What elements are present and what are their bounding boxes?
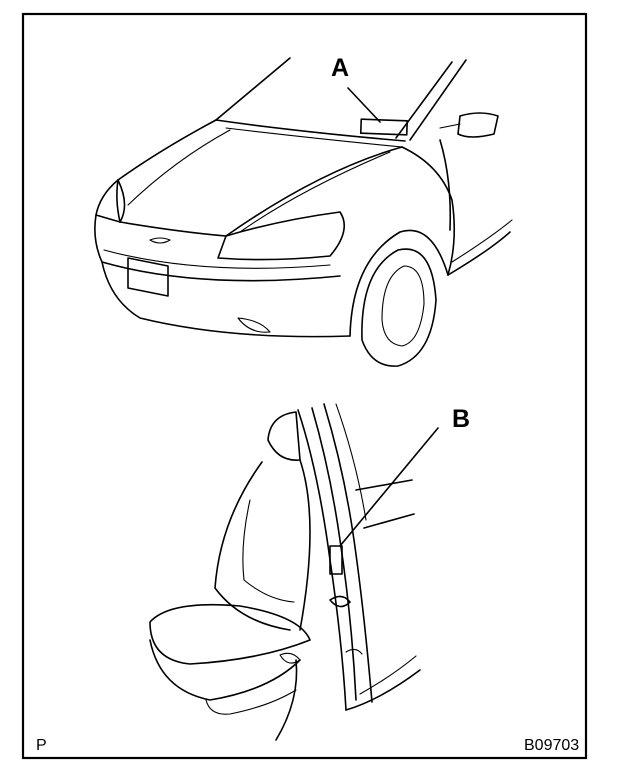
figure-frame bbox=[21, 12, 588, 760]
windshield-right-pillar bbox=[395, 61, 453, 139]
hood-left-edge bbox=[117, 119, 217, 181]
pillar-inner-a bbox=[311, 407, 357, 701]
rocker-lower bbox=[345, 669, 421, 711]
seat-belt-anchor bbox=[279, 652, 301, 664]
hood-right-edge bbox=[225, 146, 403, 237]
headlamp-left bbox=[95, 179, 121, 223]
wheel-arch bbox=[349, 229, 449, 337]
grille-emblem bbox=[149, 237, 171, 244]
car-front-view bbox=[94, 57, 513, 367]
side-sill bbox=[447, 231, 511, 276]
seat-back-inner bbox=[242, 499, 295, 603]
corner-code-left: P bbox=[36, 737, 47, 754]
front-wheel-hub bbox=[381, 265, 425, 347]
door-pillar-view bbox=[149, 403, 439, 741]
callout-a-leader bbox=[347, 87, 381, 123]
seat-back-edge bbox=[299, 459, 311, 631]
seat-base bbox=[205, 689, 297, 715]
seat-cushion-side bbox=[149, 639, 301, 701]
figure-id-label: B09703 bbox=[524, 737, 580, 754]
callout-b-label: B bbox=[452, 405, 471, 433]
callout-a-label: A bbox=[331, 54, 350, 82]
seat-back-outer bbox=[214, 461, 291, 631]
bumper-lower bbox=[101, 261, 351, 338]
headlamp-right bbox=[217, 211, 346, 261]
license-plate bbox=[127, 257, 169, 297]
rocker-upper bbox=[359, 655, 417, 695]
hood-center-crease bbox=[119, 221, 227, 237]
cowl-line-inner bbox=[225, 127, 403, 148]
vin-plate-b bbox=[329, 545, 343, 575]
cowl-line bbox=[215, 119, 406, 142]
door-latch bbox=[345, 648, 363, 655]
mirror-stalk bbox=[439, 123, 461, 129]
side-molding bbox=[451, 219, 513, 263]
pillar-trim bbox=[335, 403, 367, 521]
pillar-inner-b bbox=[323, 403, 373, 703]
door-sill bbox=[275, 659, 298, 741]
windshield-left-edge bbox=[215, 57, 291, 121]
fender-line bbox=[401, 146, 456, 276]
windshield-right-pillar-inner bbox=[409, 59, 467, 141]
pillar-outer bbox=[297, 409, 347, 711]
bumper-crease bbox=[103, 249, 331, 269]
hood-crease-left bbox=[127, 129, 231, 206]
rear-door-edge bbox=[355, 479, 413, 491]
side-mirror bbox=[457, 112, 499, 138]
seat-cushion bbox=[149, 603, 311, 665]
door-striker bbox=[329, 595, 351, 608]
front-tire bbox=[361, 248, 437, 367]
seat-headrest bbox=[267, 411, 301, 461]
hood-crease-right bbox=[239, 151, 391, 233]
fog-lamp bbox=[237, 317, 271, 333]
door-front-edge bbox=[439, 139, 452, 231]
rear-door-edge-lower bbox=[363, 513, 415, 529]
vin-plate-a bbox=[359, 118, 409, 136]
hood-front-edge bbox=[117, 179, 126, 223]
callout-b-leader bbox=[339, 427, 439, 547]
bumper-upper bbox=[94, 214, 341, 282]
